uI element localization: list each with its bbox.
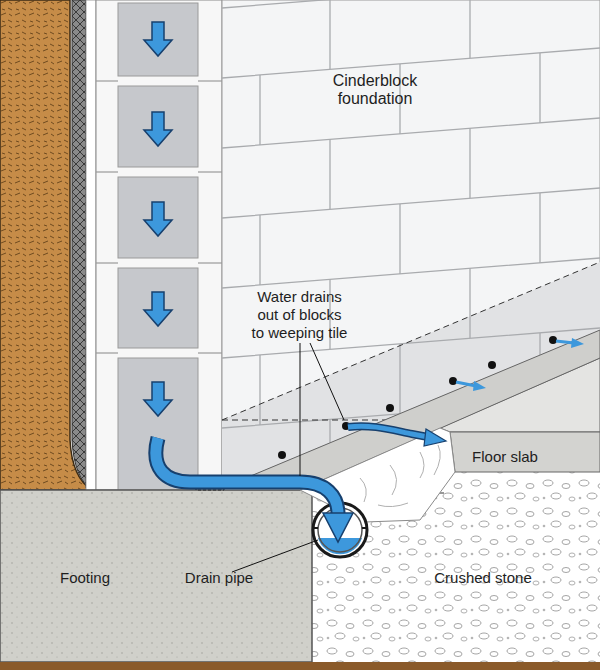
- small-flow-head: [571, 338, 584, 348]
- weep-holes: [278, 336, 557, 459]
- block-core: [118, 177, 198, 258]
- part-label: Drain pipe: [169, 569, 269, 587]
- leader-line: [310, 343, 344, 420]
- mortar-joint: [96, 171, 118, 172]
- mortar-joint: [198, 80, 222, 81]
- part-label: Floor slab: [455, 448, 555, 466]
- outflow-head: [424, 429, 446, 446]
- wall-block-lines: [222, 0, 600, 489]
- mortar-joint: [198, 352, 222, 353]
- part-label: Footing: [40, 569, 130, 587]
- small-flow-arrow: [456, 382, 476, 386]
- weep-hole: [278, 451, 286, 459]
- footing: [0, 490, 312, 662]
- main-flow-head: [323, 513, 353, 542]
- part-label: Crushed stone: [423, 569, 543, 587]
- mortar-joint: [96, 352, 118, 353]
- flow-arrow: [144, 382, 172, 416]
- block-core: [118, 3, 198, 76]
- mortar-joint: [198, 171, 222, 172]
- weep-hole: [449, 377, 457, 385]
- flow-arrow: [144, 22, 172, 56]
- floor-slab: [450, 432, 600, 472]
- flow-arrow: [144, 292, 172, 326]
- part-label: Water drains out of blocks to weeping ti…: [250, 288, 349, 342]
- flow-arrows-down: [144, 22, 172, 416]
- flow-arrow: [144, 112, 172, 146]
- leader-line: [300, 343, 301, 476]
- main-flow-outline: [156, 438, 338, 514]
- main-flow-arrow: [156, 438, 338, 514]
- mortar-joint: [96, 80, 118, 81]
- wrap-folds: [360, 445, 440, 507]
- block-core: [118, 268, 198, 348]
- subsoil: [0, 662, 600, 670]
- mortar-joint: [198, 262, 222, 263]
- block-cores: [118, 3, 198, 490]
- mortar-joint: [96, 262, 118, 263]
- mortar-joints: [96, 81, 222, 353]
- flow-arrow: [144, 202, 172, 236]
- weep-hole: [488, 361, 496, 369]
- small-flow-arrow: [556, 341, 574, 343]
- leader-line: [232, 540, 318, 572]
- part-label: Cinderblock foundation: [320, 72, 430, 108]
- membrane-gap: [86, 0, 96, 490]
- pipe-inner-wall: [318, 508, 362, 552]
- weep-hole: [386, 404, 394, 412]
- block-section: [96, 0, 222, 490]
- backfill-soil: [0, 0, 92, 490]
- small-flow-head: [473, 381, 486, 391]
- block-core: [118, 86, 198, 167]
- outflow-outline: [348, 426, 428, 437]
- outflow-arrow: [348, 426, 428, 437]
- weep-hole: [549, 336, 557, 344]
